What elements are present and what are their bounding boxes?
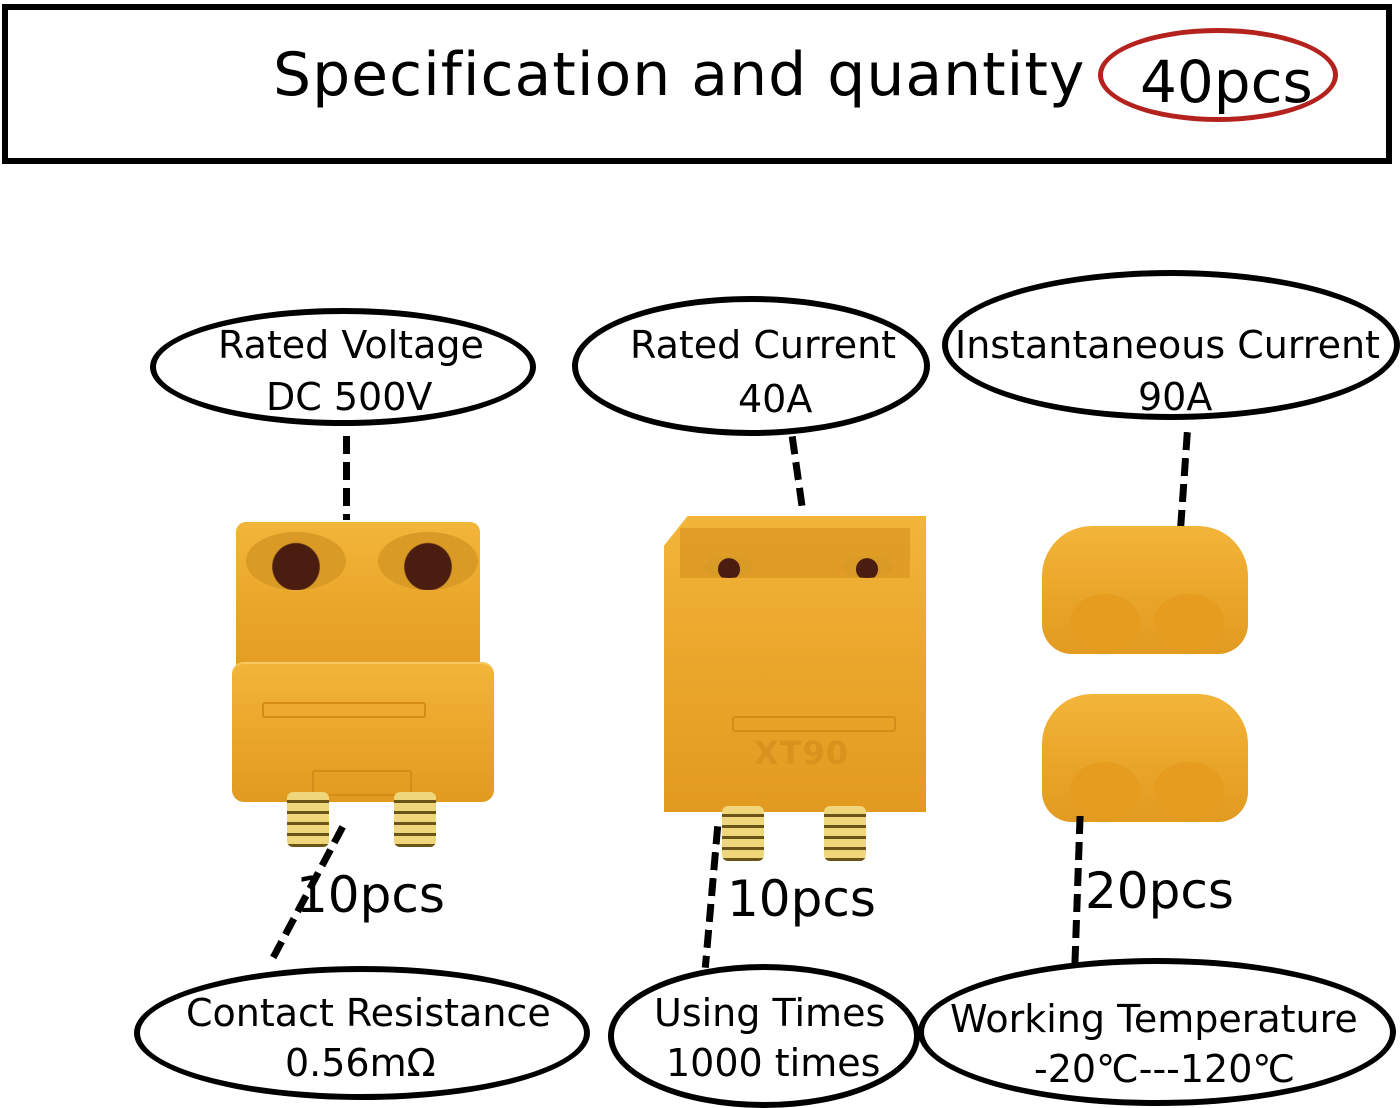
spec-working-temperature [918,958,1396,1106]
spec-rated-current-label: Rated Current [630,323,897,367]
spec-using-times-value: 1000 times [666,1041,881,1085]
total-quantity: 40pcs [1140,48,1313,116]
spec-contact-resistance-label: Contact Resistance [186,991,551,1035]
spec-working-temperature-label: Working Temperature [950,997,1358,1041]
spec-instantaneous-current [942,270,1400,420]
male-connector-quantity: 10pcs [727,870,876,928]
quantity-highlight-ring [1098,28,1338,122]
female-connector-quantity: 10pcs [296,866,445,924]
protective-cap-quantity: 20pcs [1085,862,1234,920]
protective-cap-image [1042,516,1252,658]
spec-using-times-label: Using Times [654,991,886,1035]
leader-line [701,825,722,969]
spec-rated-current-value: 40A [738,377,813,421]
header-banner: Specification and quantity 40pcs [2,4,1392,164]
spec-contact-resistance-value: 0.56mΩ [285,1041,436,1085]
spec-using-times [608,964,920,1108]
spec-contact-resistance [134,966,590,1100]
spec-instantaneous-current-label: Instantaneous Current [955,323,1380,367]
female-connector-image [232,522,494,847]
spec-working-temperature-value: -20℃---120℃ [1034,1047,1296,1091]
leader-line [788,435,807,513]
xt90-marking: XT90 [754,734,850,772]
spec-rated-voltage [150,308,536,426]
male-connector-image: XT90 [664,516,930,861]
leader-line [1071,815,1084,965]
spec-rated-current [572,296,930,436]
protective-cap-image [1042,684,1252,826]
page-title: Specification and quantity [273,40,1086,110]
spec-rated-voltage-value: DC 500V [266,375,433,419]
spec-instantaneous-current-value: 90A [1138,375,1213,419]
leader-line [343,436,350,520]
spec-rated-voltage-label: Rated Voltage [218,323,484,367]
